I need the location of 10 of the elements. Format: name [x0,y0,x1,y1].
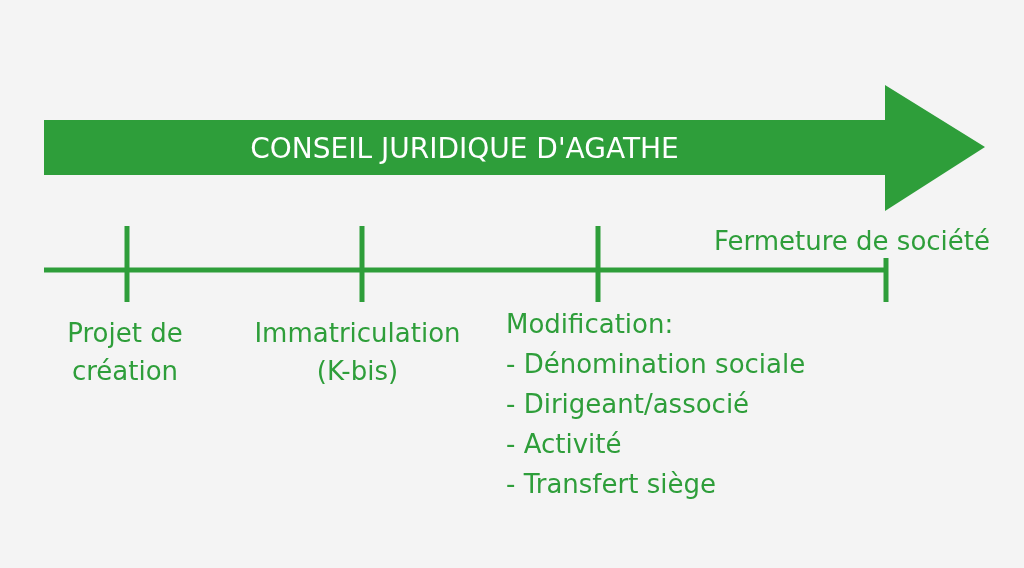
banner-arrow [44,85,985,211]
milestone-label: Immatriculation (K-bis) [253,317,462,388]
banner-title: CONSEIL JURIDIQUE D'AGATHE [249,131,680,167]
list-item: - Dénomination sociale [506,348,806,381]
list-item: - Activité [506,428,622,461]
milestone-label: Fermeture de société [713,225,990,258]
list-item: - Dirigeant/associé [506,388,750,421]
list-heading: Modification: [506,308,674,341]
milestone-label: Projet de création [66,317,184,388]
list-item: - Transfert siège [506,468,716,501]
